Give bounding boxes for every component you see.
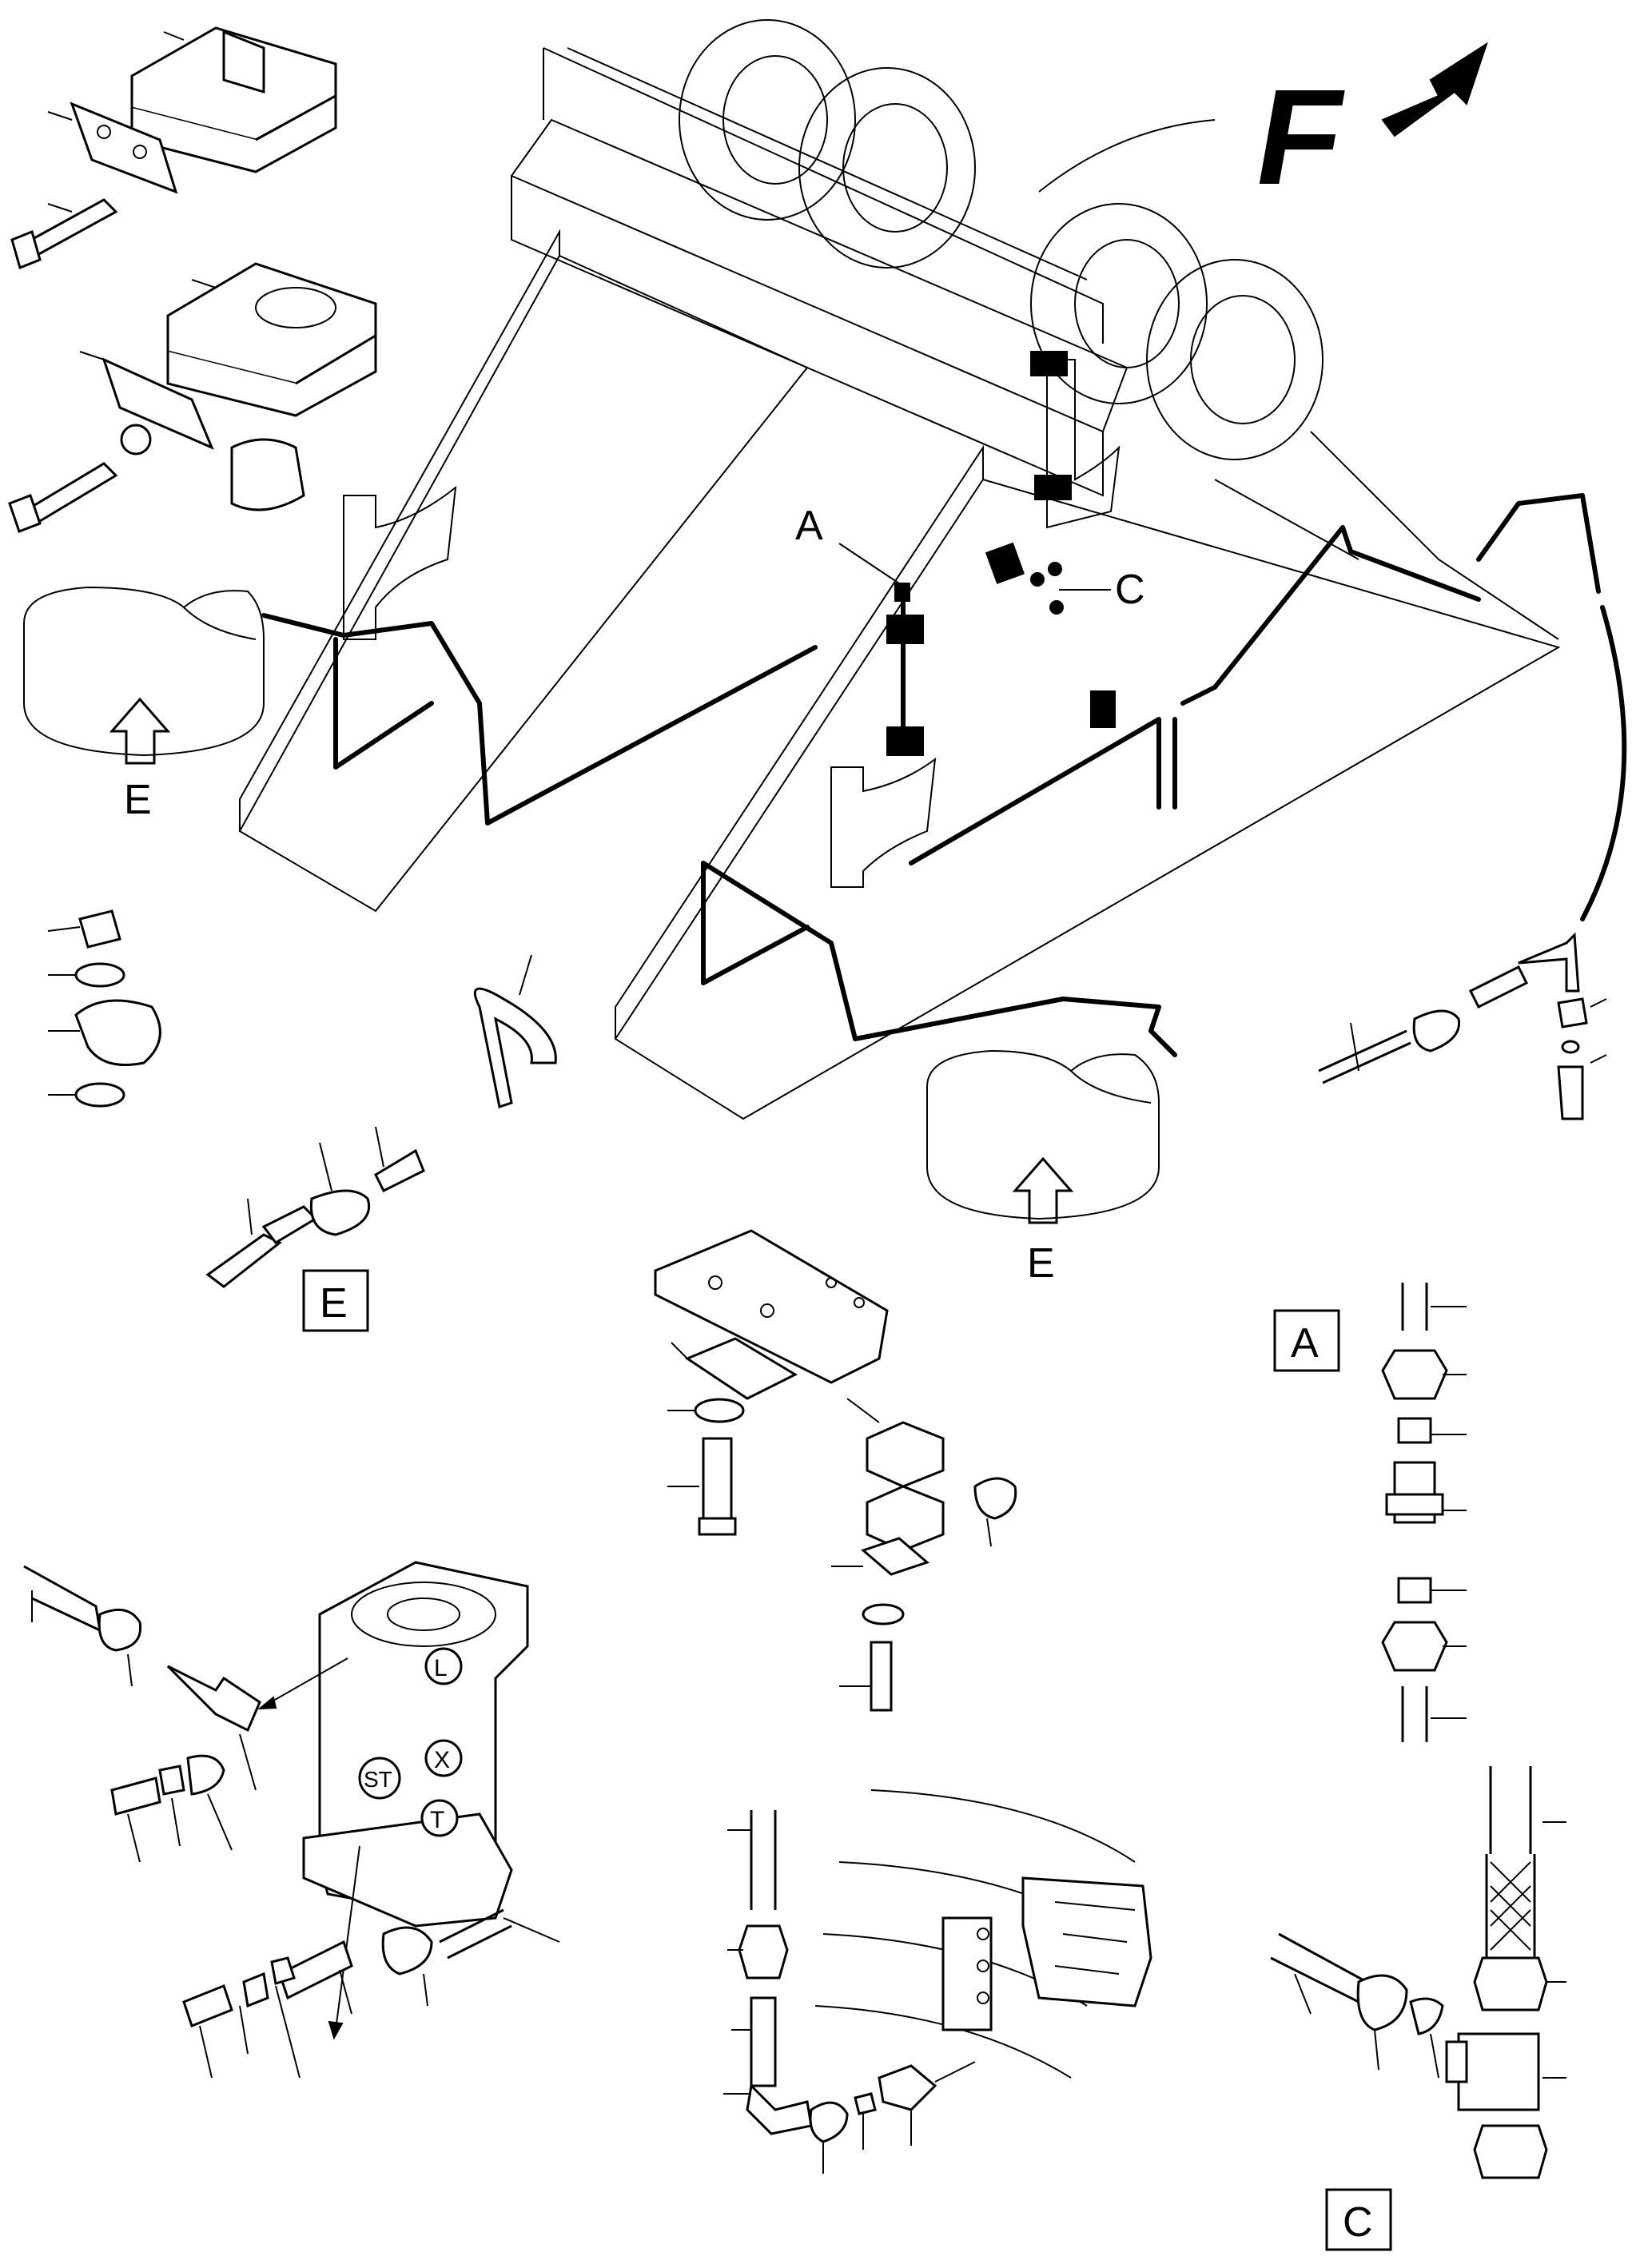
port-label-l: L — [434, 1655, 448, 1681]
hydraulic-line-right — [909, 717, 1177, 865]
port-label-st: ST — [364, 1767, 392, 1792]
detail-box-a — [1273, 1309, 1340, 1372]
callout-e-center: E — [1027, 1240, 1055, 1287]
connector-block — [894, 583, 910, 602]
hydraulic-line-center — [701, 861, 1177, 1057]
connector-block — [985, 542, 1025, 584]
hydraulic-line-center-inner — [701, 861, 810, 985]
arrow-up-icon — [109, 697, 171, 765]
view-e-cylinder-left: E — [23, 586, 265, 823]
bracket-plate-upper — [1046, 359, 1121, 529]
detail-box-c-label: C — [1343, 2199, 1373, 2246]
main-view-callouts: A C — [795, 503, 1145, 613]
port-label-x: X — [434, 1747, 450, 1773]
fastener-stack-left — [47, 909, 161, 1108]
frame-outline-right — [1038, 119, 1559, 640]
connector-block — [1090, 690, 1116, 728]
bracket-plate-center — [830, 757, 937, 888]
connector-dot — [1030, 572, 1045, 587]
detail-e-fitting: E — [205, 1126, 425, 1332]
hydraulic-line-left-loop — [261, 613, 818, 826]
frame-right-plate — [614, 478, 1561, 1120]
roller-wheels — [679, 19, 1324, 460]
pipe-clamp-assembly-upper — [10, 26, 337, 270]
hydraulic-line-far-right — [1476, 493, 1601, 594]
frame-left-plate-side — [239, 229, 560, 831]
port-st — [358, 1757, 401, 1800]
connector-dot — [1049, 600, 1064, 615]
hose-braid — [1490, 1861, 1531, 1951]
detail-box-e-label: E — [320, 1280, 348, 1327]
callout-a: A — [795, 503, 823, 549]
cable-tie — [473, 954, 557, 1108]
arrow-up-icon — [1012, 1156, 1074, 1224]
hose-end-fitting-right — [1318, 932, 1607, 1120]
bracket-plate-left — [343, 485, 457, 640]
port-l — [424, 1647, 463, 1685]
port-t — [420, 1799, 459, 1837]
forward-arrow-icon — [1381, 42, 1488, 137]
connector-block — [1034, 475, 1072, 500]
pipe-clamp-assembly-middle — [8, 262, 377, 533]
connector-block — [886, 615, 924, 644]
connector-block — [1030, 351, 1068, 376]
port-x — [424, 1739, 463, 1777]
rotary-joint-assembly: L X ST T — [23, 1561, 560, 2079]
top-cross-beam-front — [511, 176, 1104, 497]
mount-bracket-center — [654, 1229, 1017, 1712]
callout-e-left: E — [124, 777, 152, 823]
hydraulic-line-swoop — [1580, 605, 1627, 921]
hydraulic-line-upper-right — [1180, 525, 1481, 706]
detail-box-e — [302, 1269, 369, 1332]
hydraulic-line-left-inner — [333, 637, 434, 770]
detail-box-c — [1325, 2188, 1392, 2251]
detail-a-fitting-stack: A — [1273, 1283, 1467, 1742]
slew-ring-section — [723, 1789, 1152, 2174]
view-e-cylinder-center: E — [926, 1049, 1160, 1287]
detail-box-a-label: A — [1291, 1320, 1319, 1367]
port-label-t: T — [430, 1807, 444, 1833]
detail-c-tee-fitting: C — [1270, 1766, 1566, 2251]
hydraulic-lines — [261, 351, 1627, 1057]
forward-direction-indicator: F — [1245, 42, 1488, 213]
main-frame — [238, 19, 1561, 1120]
connector-block — [886, 726, 924, 756]
connector-dot — [1048, 562, 1062, 576]
forward-letter: F — [1245, 62, 1355, 213]
frame-right-plate-side — [615, 444, 984, 1039]
callout-c: C — [1115, 567, 1145, 613]
upper-rail — [543, 47, 1104, 344]
